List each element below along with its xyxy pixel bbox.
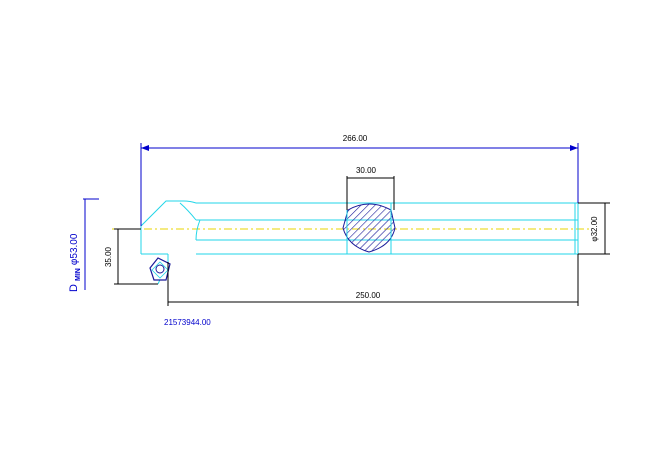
- dimension-tip-offset: [114, 228, 158, 285]
- min-bore-letter: D: [68, 284, 80, 292]
- min-bore-subscript: MIN: [75, 268, 82, 281]
- dimension-shank-diameter: [578, 202, 610, 255]
- dimension-min-bore: [83, 198, 99, 290]
- dimension-shank-length: [167, 254, 579, 306]
- shank-diameter-label: φ32.00: [590, 216, 599, 242]
- svg-text:D MIN φ53.00: D MIN φ53.00: [68, 233, 83, 292]
- overall-length-label: 266.00: [343, 134, 368, 143]
- part-number-label: 21573944.00: [164, 318, 211, 327]
- min-bore-value: φ53.00: [69, 233, 80, 265]
- dimension-overall-length: [140, 143, 579, 226]
- shank-length-label: 250.00: [356, 291, 381, 300]
- tip-offset-label: 35.00: [104, 246, 113, 267]
- dimension-flat-width: [346, 176, 395, 210]
- shank-cross-section: [342, 203, 396, 254]
- flat-width-label: 30.00: [356, 166, 377, 175]
- min-bore-label: D MIN φ53.00: [68, 233, 83, 292]
- cutting-insert: [149, 257, 171, 281]
